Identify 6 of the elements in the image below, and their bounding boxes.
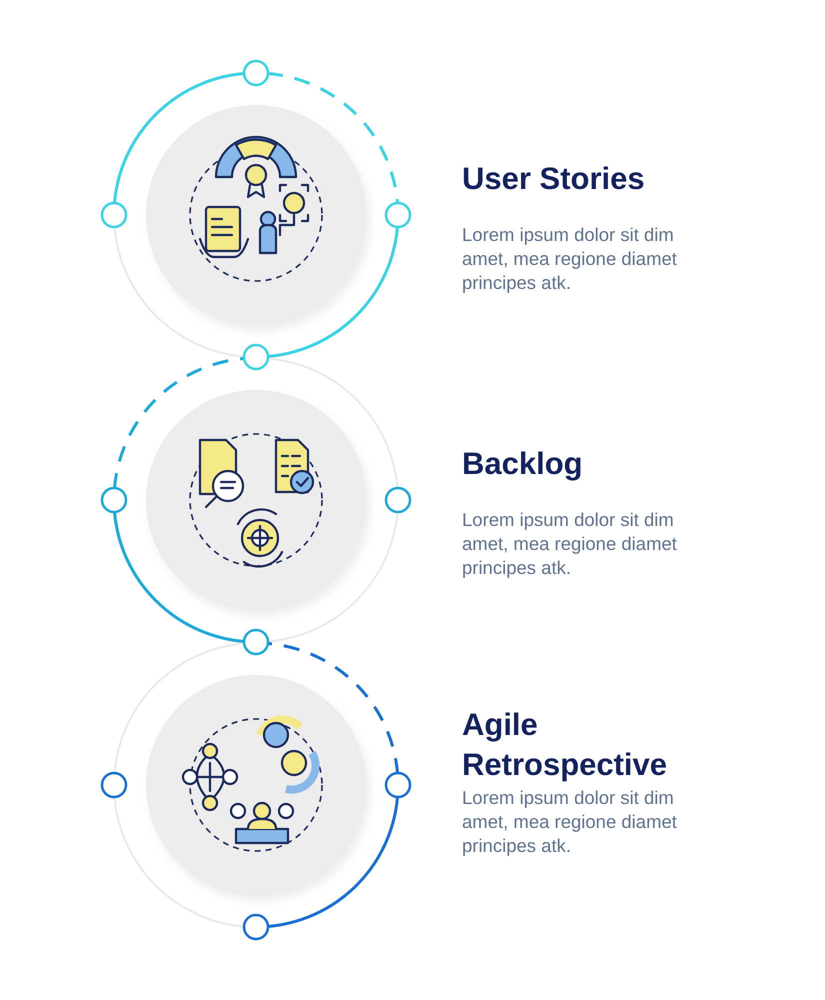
step-description: Lorem ipsum dolor sit dim amet, mea regione diamet principes atk. bbox=[462, 786, 678, 858]
step-title: Backlog bbox=[462, 445, 584, 483]
step-description: Lorem ipsum dolor sit dim amet, mea regione diamet principes atk. bbox=[462, 223, 678, 296]
step-title: Agile Retrospective bbox=[462, 706, 668, 784]
step-description: Lorem ipsum dolor sit dim amet, mea regione diamet principes atk. bbox=[462, 508, 678, 580]
step-title: User Stories bbox=[462, 160, 646, 198]
